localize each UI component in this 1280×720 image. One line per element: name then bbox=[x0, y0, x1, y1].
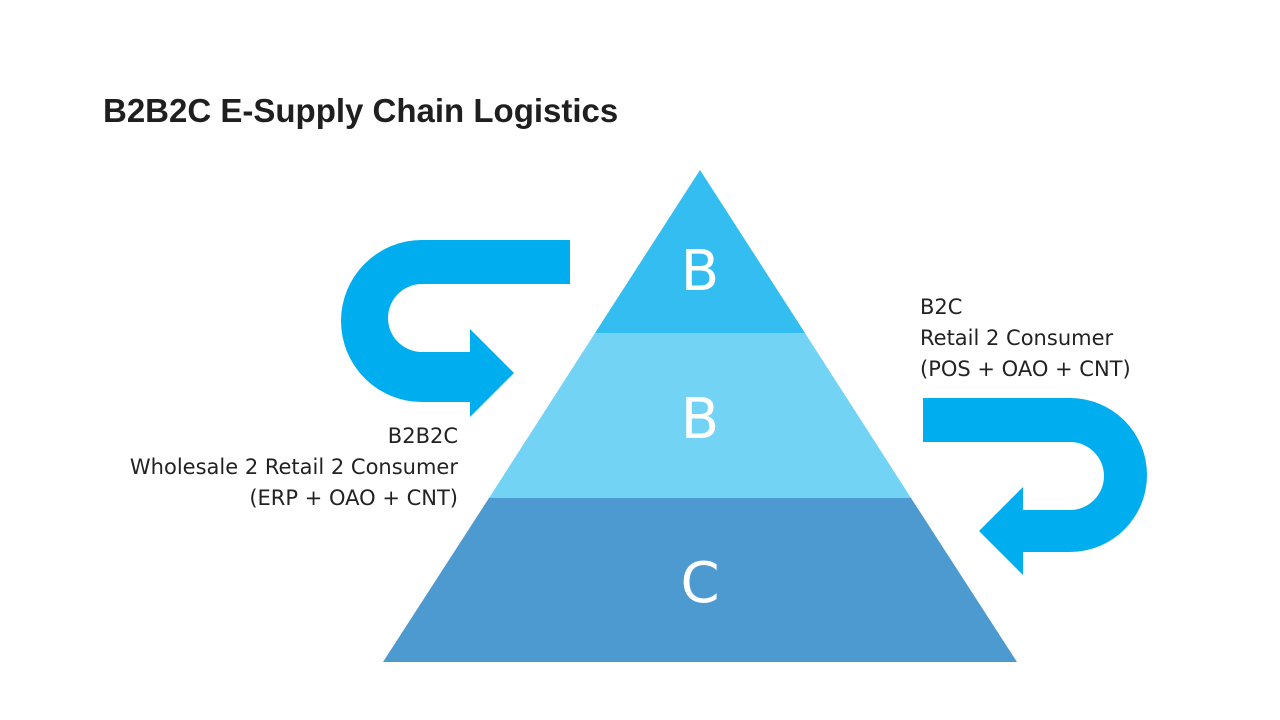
b2c-label-systems: (POS + OAO + CNT) bbox=[920, 357, 1131, 381]
tier-letter-top: B bbox=[681, 239, 719, 304]
b2b2c-label-title: B2B2C bbox=[387, 424, 458, 448]
b2b2c-label: B2B2C Wholesale 2 Retail 2 Consumer (ERP… bbox=[130, 421, 458, 514]
b2c-label: B2C Retail 2 Consumer (POS + OAO + CNT) bbox=[920, 292, 1131, 385]
b2b2c-label-description: Wholesale 2 Retail 2 Consumer bbox=[129, 455, 458, 479]
b2c-label-description: Retail 2 Consumer bbox=[920, 326, 1114, 350]
pyramid-tier-bottom bbox=[383, 498, 1017, 662]
b2c-label-title: B2C bbox=[920, 295, 963, 319]
pyramid-tier-top bbox=[595, 170, 805, 333]
tier-letter-middle: B bbox=[681, 387, 719, 452]
pyramid-tier-middle bbox=[489, 333, 911, 498]
u-turn-arrow-right-icon bbox=[923, 398, 1147, 575]
b2b2c-label-systems: (ERP + OAO + CNT) bbox=[249, 486, 458, 510]
page-title: B2B2C E-Supply Chain Logistics bbox=[103, 92, 619, 129]
tier-letter-bottom: C bbox=[680, 551, 719, 616]
u-turn-arrow-left-icon bbox=[341, 240, 570, 417]
